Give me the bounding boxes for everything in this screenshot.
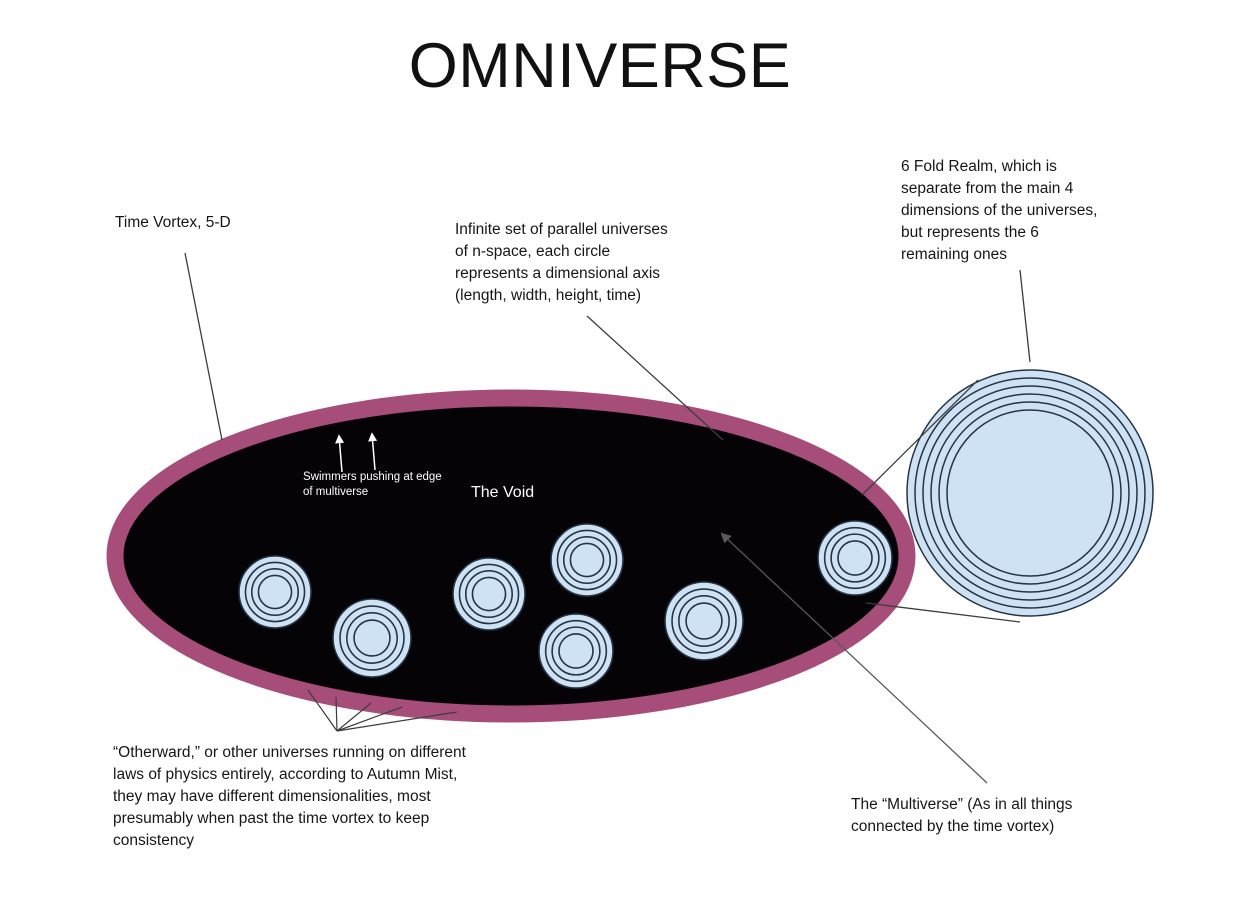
label-time-vortex: Time Vortex, 5-D: [115, 214, 231, 231]
universe-circle-7-ring-3: [837, 540, 873, 576]
six-fold-realm-ring-4: [930, 393, 1130, 593]
universe-circle-1-ring-1: [244, 561, 306, 623]
time-vortex-line: [184, 252, 223, 441]
universe-circle-2-ring-1: [339, 605, 405, 671]
label-the-multiverse: The “Multiverse” (As in all things conne…: [851, 796, 1073, 835]
realm-link-upper-line: [861, 379, 979, 496]
otherward-fan-line-3: [336, 702, 372, 732]
otherward-fan-line-1: [307, 689, 338, 732]
universe-circle-5: [538, 613, 614, 689]
universe-circle-6: [664, 581, 744, 661]
universe-circle-3-ring-3: [471, 576, 507, 612]
universe-circle-2: [332, 598, 412, 678]
swimmer-arrow-1: [335, 434, 345, 473]
universe-circle-1-ring-2: [250, 567, 300, 617]
universe-circle-6-ring-1: [671, 588, 737, 654]
label-six-fold-realm: 6 Fold Realm, which is separate from the…: [901, 158, 1098, 263]
universe-circle-6-ring-2: [678, 595, 730, 647]
realm-link-lower-line: [865, 602, 1021, 623]
universe-circle-4-ring-2: [562, 535, 612, 585]
universe-circle-3-ring-1: [458, 563, 520, 625]
infinite-set-line: [586, 315, 724, 441]
universe-circle-5-ring-1: [544, 619, 608, 683]
six-fold-realm-ring-3: [922, 385, 1138, 601]
label-otherward-universes: “Otherward,” or other universes running …: [113, 744, 466, 849]
universe-circle-2-ring-2: [346, 612, 398, 664]
six-fold-realm-ring-2: [914, 377, 1146, 609]
universe-circle-5-ring-3: [558, 633, 594, 669]
swimmer-arrow-2: [368, 432, 378, 471]
multiverse-arrow: [720, 532, 988, 784]
universe-circle-7-ring-1: [823, 526, 887, 590]
universe-circle-2-ring-3: [353, 619, 391, 657]
multiverse-ellipse: [106, 389, 916, 723]
six-fold-label-line: [1019, 269, 1031, 363]
universe-circle-7: [817, 520, 893, 596]
universe-circle-1-ring-3: [257, 574, 293, 610]
universe-circle-7-ring-2: [830, 533, 880, 583]
diagram-title: OMNIVERSE: [408, 31, 792, 101]
otherward-fan-line-2: [335, 696, 338, 732]
universe-circle-4: [550, 523, 624, 597]
universe-circle-4-ring-1: [556, 529, 618, 591]
six-fold-realm-ring-1: [906, 369, 1154, 617]
universe-circle-3-ring-2: [464, 569, 514, 619]
label-swimmers: Swimmers pushing at edge of multiverse: [303, 471, 442, 498]
universe-circle-4-ring-3: [569, 542, 605, 578]
label-the-void: The Void: [471, 484, 535, 501]
six-fold-realm-ring-6: [946, 409, 1114, 577]
otherward-fan-line-4: [336, 706, 403, 732]
universe-circle-5-ring-2: [551, 626, 601, 676]
otherward-fan-line-5: [336, 711, 458, 732]
six-fold-realm-ring-5: [938, 401, 1122, 585]
universe-circle-3: [452, 557, 526, 631]
shapes-layer: [106, 252, 1154, 784]
label-infinite-parallel-universes: Infinite set of parallel universes of n-…: [455, 221, 668, 304]
universe-circle-6-ring-3: [685, 602, 723, 640]
universe-circle-1: [238, 555, 312, 629]
